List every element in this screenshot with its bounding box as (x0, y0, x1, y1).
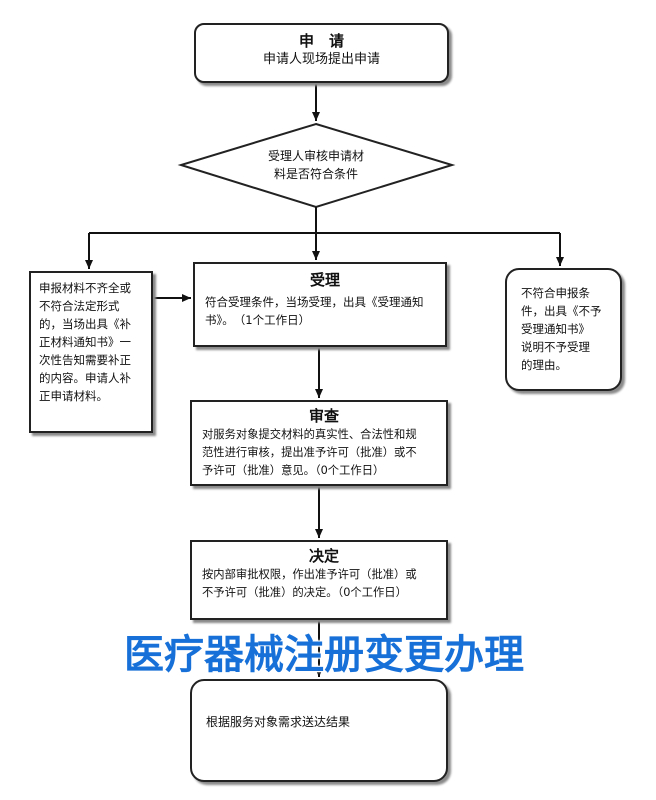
incomplete-line: 申报材料不齐全或 (39, 281, 131, 295)
deliver-node: 根据服务对象需求送达结果 (190, 679, 448, 782)
incomplete-line: 的，当场出具《补 (39, 317, 131, 331)
reject-line: 受理通知书》 (521, 322, 590, 336)
decide-line: 按内部审批权限，作出准予许可（批准）或 (202, 568, 417, 581)
examine-line: 予许可（批准）意见。（0个工作日） (202, 464, 385, 477)
incomplete-line: 不符合法定形式 (39, 299, 120, 313)
decide-node: 决定 按内部审批权限，作出准予许可（批准）或 不予许可（批准）的决定。（0个工作… (190, 540, 448, 620)
reject-line: 件，出具《不予 (521, 304, 602, 318)
reject-line: 的理由。 (521, 358, 567, 372)
apply-node: 申 请 申请人现场提出申请 (194, 23, 449, 83)
incomplete-line: 次性告知需要补正 (39, 353, 131, 367)
incomplete-line: 的内容。申请人补 (39, 371, 131, 385)
accept-line: 书》。 （1个工作日） (205, 313, 311, 327)
apply-text: 申请人现场提出申请 (262, 52, 380, 67)
reject-node: 不符合申报条 件，出具《不予 受理通知书》 说明不予受理 的理由。 (505, 268, 622, 391)
incomplete-node: 申报材料不齐全或 不符合法定形式 的，当场出具《补 正材料通知书》一 次性告知需… (29, 271, 153, 433)
examine-line: 范性进行审核，提出准予许可（批准）或不 (202, 446, 417, 459)
examine-line: 对服务对象提交材料的真实性、合法性和规 (202, 428, 417, 441)
accept-node: 受理 符合受理条件，当场受理，出具《受理通知 书》。 （1个工作日） (193, 262, 447, 347)
decide-title: 决定 (308, 547, 339, 565)
decision-text: 受理人审核申请材 料是否符合条件 (236, 147, 396, 183)
incomplete-line: 正申请材料。 (39, 389, 108, 403)
accept-title: 受理 (309, 271, 340, 289)
examine-node: 审查 对服务对象提交材料的真实性、合法性和规 范性进行审核，提出准予许可（批准）… (190, 400, 448, 486)
decide-line: 不予许可（批准）的决定。（0个工作日） (202, 586, 407, 599)
examine-title: 审查 (308, 407, 339, 425)
incomplete-line: 正材料通知书》一 (39, 335, 131, 349)
accept-line: 符合受理条件，当场受理，出具《受理通知 (205, 295, 424, 309)
deliver-text: 根据服务对象需求送达结果 (206, 715, 351, 729)
decision-line: 料是否符合条件 (273, 167, 358, 181)
banner-title: 医疗器械注册变更办理 (124, 632, 524, 678)
reject-line: 说明不予受理 (521, 340, 590, 354)
decision-line: 受理人审核申请材 (267, 149, 364, 163)
apply-title: 申 请 (298, 32, 344, 50)
reject-line: 不符合申报条 (521, 286, 590, 300)
